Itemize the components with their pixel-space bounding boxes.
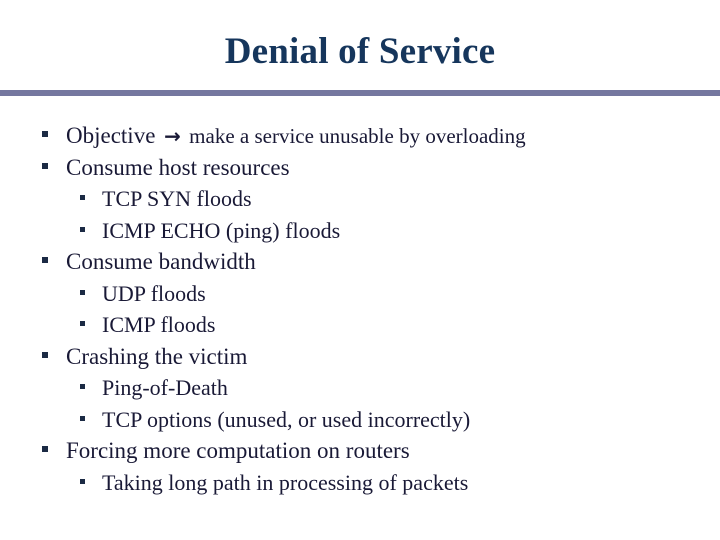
list-item: Ping-of-Death [0,372,720,404]
list-item-label: Ping-of-Death [102,375,228,400]
slide-title-area: Denial of Service [0,30,720,74]
list-item-label: Crashing the victim [66,343,248,369]
list-item: ICMP ECHO (ping) floods [0,215,720,247]
list-item-label: Objective → make a service unusable by o… [66,120,526,153]
objective-text-after-arrow: make a service unusable by overloading [183,124,526,148]
list-item-label: UDP floods [102,280,206,306]
list-item: TCP SYN floods [0,183,720,215]
list-item: Consume bandwidth [0,246,720,278]
page-title: Denial of Service [224,31,496,72]
list-item: Forcing more computation on routers [0,435,720,467]
list-item-label: ICMP ECHO (ping) floods [102,217,341,243]
list-item: TCP options (unused, or used incorrectly… [0,404,720,436]
list-item: Taking long path in processing of packet… [0,467,720,499]
right-arrow-icon: → [164,124,181,148]
slide-body-bullet-list: Objective → make a service unusable by o… [0,120,720,498]
list-item-label: TCP SYN floods [102,186,252,211]
list-item-label: ICMP floods [102,312,216,337]
list-item: ICMP floods [0,309,720,341]
list-item-label: Consume bandwidth [66,249,256,274]
list-item-label: Forcing more computation on routers [66,438,410,463]
objective-text-before-arrow: Objective [66,123,162,148]
list-item-label: Taking long path in processing of packet… [102,469,469,495]
list-item-label: Consume host resources [66,154,290,180]
list-item: Crashing the victim [0,341,720,373]
title-divider-rule [0,90,720,96]
list-item: UDP floods [0,278,720,310]
list-item-label: TCP options (unused, or used incorrectly… [102,406,471,432]
list-item: Objective → make a service unusable by o… [0,120,720,152]
list-item: Consume host resources [0,152,720,184]
